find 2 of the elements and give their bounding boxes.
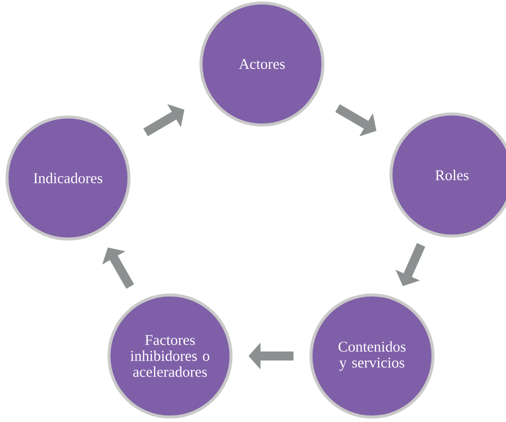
arrow [143, 104, 184, 136]
arrow [102, 248, 134, 289]
